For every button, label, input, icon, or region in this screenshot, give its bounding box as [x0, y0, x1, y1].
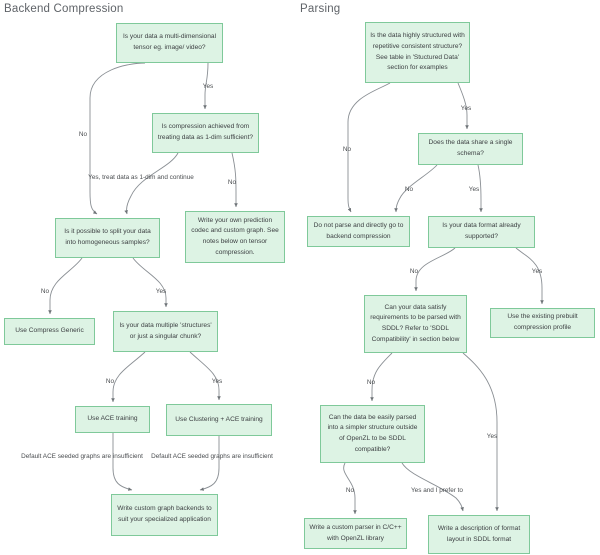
connector-c9	[112, 433, 133, 491]
flow-node-label: Is your data a multi-dimensional tensor …	[122, 33, 217, 51]
flow-node-n13[interactable]: Is your data format already supported?	[428, 216, 535, 248]
connector-c3	[124, 152, 179, 215]
flow-node-n8[interactable]: Use Clustering + ACE training	[166, 404, 272, 436]
flow-node-label: Write your own prediction codec and cust…	[191, 216, 279, 256]
flow-node-label: Is your data multiple 'structures' or ju…	[119, 321, 212, 340]
connector-c17	[370, 352, 393, 402]
edge-label-e10: Default ACE seeded graphs are insufficie…	[151, 453, 273, 460]
flow-node-label: Use ACE training	[87, 415, 138, 423]
flow-node-n14[interactable]: Can your data satisfy requirements to be…	[364, 295, 467, 353]
edge-label-e3: Yes, treat data as 1-dim and continue	[88, 174, 194, 181]
flow-node-n5[interactable]: Use Compress Generic	[4, 318, 95, 345]
connector-c18	[462, 352, 499, 512]
flow-node-label: Can the data be easily parsed into a sim…	[327, 413, 418, 453]
flow-node-label: Write custom graph backends to suit your…	[117, 505, 212, 523]
connector-c12	[347, 82, 391, 213]
connector-c16	[515, 247, 544, 305]
edge-label-e12: No	[342, 146, 352, 153]
connector-c19	[343, 462, 357, 515]
connector-c1	[203, 62, 209, 110]
flow-node-n9[interactable]: Write custom graph backends to suit your…	[111, 494, 218, 536]
flow-node-n17[interactable]: Write a custom parser in C/C++ with Open…	[304, 518, 407, 549]
edge-label-e6: Yes	[155, 288, 167, 295]
edge-label-e9: Default ACE seeded graphs are insufficie…	[21, 453, 143, 460]
edge-label-e2: No	[78, 131, 88, 138]
flow-node-label: Is your data format already supported?	[442, 222, 521, 240]
flow-node-n7[interactable]: Use ACE training	[75, 406, 150, 433]
flow-node-label: Use the existing prebuilt compression pr…	[507, 313, 578, 331]
flow-node-n6[interactable]: Is your data multiple 'structures' or ju…	[113, 311, 218, 352]
edge-label-e19: No	[345, 487, 355, 494]
connector-c7	[111, 351, 146, 403]
edge-label-e14: Yes	[468, 186, 480, 193]
connector-c10	[199, 436, 220, 491]
flow-node-n15[interactable]: Use the existing prebuilt compression pr…	[490, 308, 595, 338]
edge-label-e16: Yes	[531, 268, 543, 275]
flow-node-label: Is compression achieved from treating da…	[157, 123, 254, 141]
flow-node-label: Can your data satisfy requirements to be…	[370, 303, 461, 343]
connector-c15	[414, 247, 456, 292]
section-title-parsing: Parsing	[300, 3, 341, 15]
connector-c13	[394, 164, 438, 213]
edge-label-e11: Yes	[460, 105, 472, 112]
section-title-backend: Backend Compression	[4, 3, 124, 15]
flow-node-label: Write a description of format layout in …	[437, 524, 521, 543]
edge-label-e5: No	[40, 288, 50, 295]
flow-node-label: Use Clustering + ACE training	[175, 415, 263, 423]
flow-node-label: Use Compress Generic	[15, 327, 84, 335]
connector-c14	[477, 164, 483, 213]
edge-label-e8: Yes	[211, 378, 223, 385]
flow-node-n16[interactable]: Can the data be easily parsed into a sim…	[320, 405, 425, 463]
flow-node-n10[interactable]: Is the data highly structured with repet…	[365, 22, 470, 83]
flow-node-label: Do not parse and directly go to backend …	[313, 221, 404, 240]
edge-label-e18: Yes	[486, 433, 498, 440]
flow-node-n4[interactable]: Is it possible to split your data into h…	[55, 218, 160, 258]
edge-label-e1: Yes	[202, 83, 214, 90]
edge-label-e4: No	[227, 179, 237, 186]
edge-label-e7: No	[105, 378, 115, 385]
connector-c5	[48, 257, 83, 315]
flow-node-label: Does the data share a single schema?	[428, 139, 513, 157]
connector-c6	[132, 257, 168, 308]
connector-c2	[89, 62, 146, 215]
flow-node-label: Write a custom parser in C/C++ with Open…	[309, 523, 402, 542]
flow-node-n12[interactable]: Do not parse and directly go to backend …	[307, 216, 410, 247]
flow-node-n18[interactable]: Write a description of format layout in …	[428, 515, 530, 554]
connector-c20	[401, 462, 464, 512]
connector-c11	[457, 82, 469, 130]
flow-node-label: Is the data highly structured with repet…	[370, 32, 465, 72]
flow-node-n2[interactable]: Is compression achieved from treating da…	[152, 113, 259, 153]
connector-paths	[48, 62, 544, 515]
flow-node-n1[interactable]: Is your data a multi-dimensional tensor …	[116, 23, 223, 63]
flow-node-label: Is it possible to split your data into h…	[64, 228, 151, 246]
flow-node-n3[interactable]: Write your own prediction codec and cust…	[185, 211, 285, 263]
connector-c4	[231, 152, 238, 208]
edge-label-e17: No	[366, 379, 376, 386]
flow-node-n11[interactable]: Does the data share a single schema?	[418, 133, 523, 165]
edge-label-e15: No	[409, 268, 419, 275]
connector-c8	[189, 351, 221, 401]
edge-label-e13: No	[404, 186, 414, 193]
edge-label-e20: Yes and I prefer to	[411, 487, 463, 494]
